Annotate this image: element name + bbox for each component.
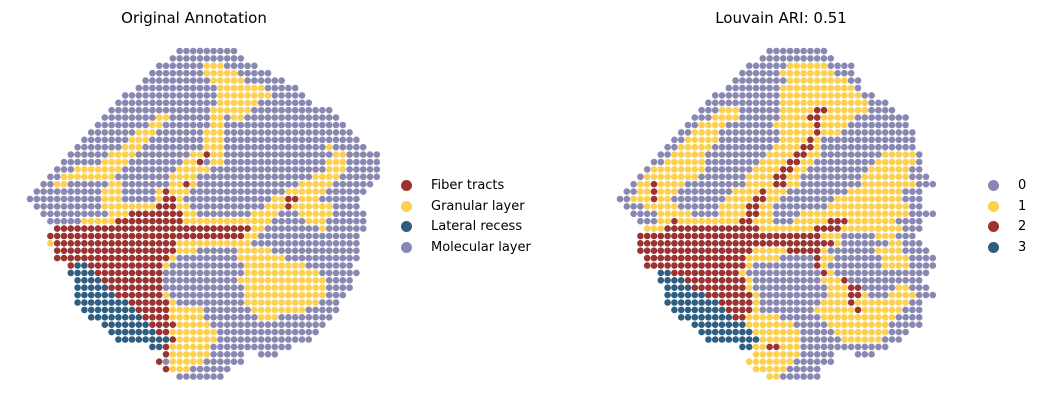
legend-label: Molecular layer: [431, 239, 531, 255]
legend-item-cluster-1: 1: [988, 196, 1026, 217]
legend-item-lateral-recess: Lateral recess: [401, 216, 531, 237]
legend-marker-icon: [401, 241, 412, 253]
legend-marker-icon: [988, 179, 999, 191]
legend-item-cluster-2: 2: [988, 216, 1026, 237]
legend-label: 3: [1018, 239, 1027, 255]
legend-label: Lateral recess: [431, 219, 523, 235]
legend-marker-icon: [988, 221, 999, 233]
legend-marker-icon: [988, 200, 999, 212]
legend-label: 2: [1018, 219, 1027, 235]
legend-label: Fiber tracts: [431, 177, 505, 193]
plot-title-louvain: Louvain ARI: 0.51: [715, 9, 847, 27]
legend-marker-icon: [988, 241, 999, 253]
legend-marker-icon: [401, 179, 412, 191]
panel-original-annotation: Original Annotation Fiber tracts Granula…: [26, 9, 531, 380]
legend-label: Granular layer: [431, 198, 525, 214]
legend-label: 0: [1018, 177, 1027, 193]
legend-item-fiber-tracts: Fiber tracts: [401, 175, 531, 196]
legend-louvain: 0 1 2 3: [988, 175, 1026, 258]
plot-title-original: Original Annotation: [121, 9, 267, 27]
legend-item-cluster-0: 0: [988, 175, 1026, 196]
legend-original: Fiber tracts Granular layer Lateral rece…: [401, 175, 531, 258]
legend-marker-icon: [401, 200, 412, 212]
legend-label: 1: [1018, 198, 1027, 214]
legend-item-molecular-layer: Molecular layer: [401, 237, 531, 258]
legend-marker-icon: [401, 221, 412, 233]
legend-item-cluster-3: 3: [988, 237, 1026, 258]
spatial-scatter-original: [26, 47, 381, 380]
legend-item-granular-layer: Granular layer: [401, 196, 531, 217]
